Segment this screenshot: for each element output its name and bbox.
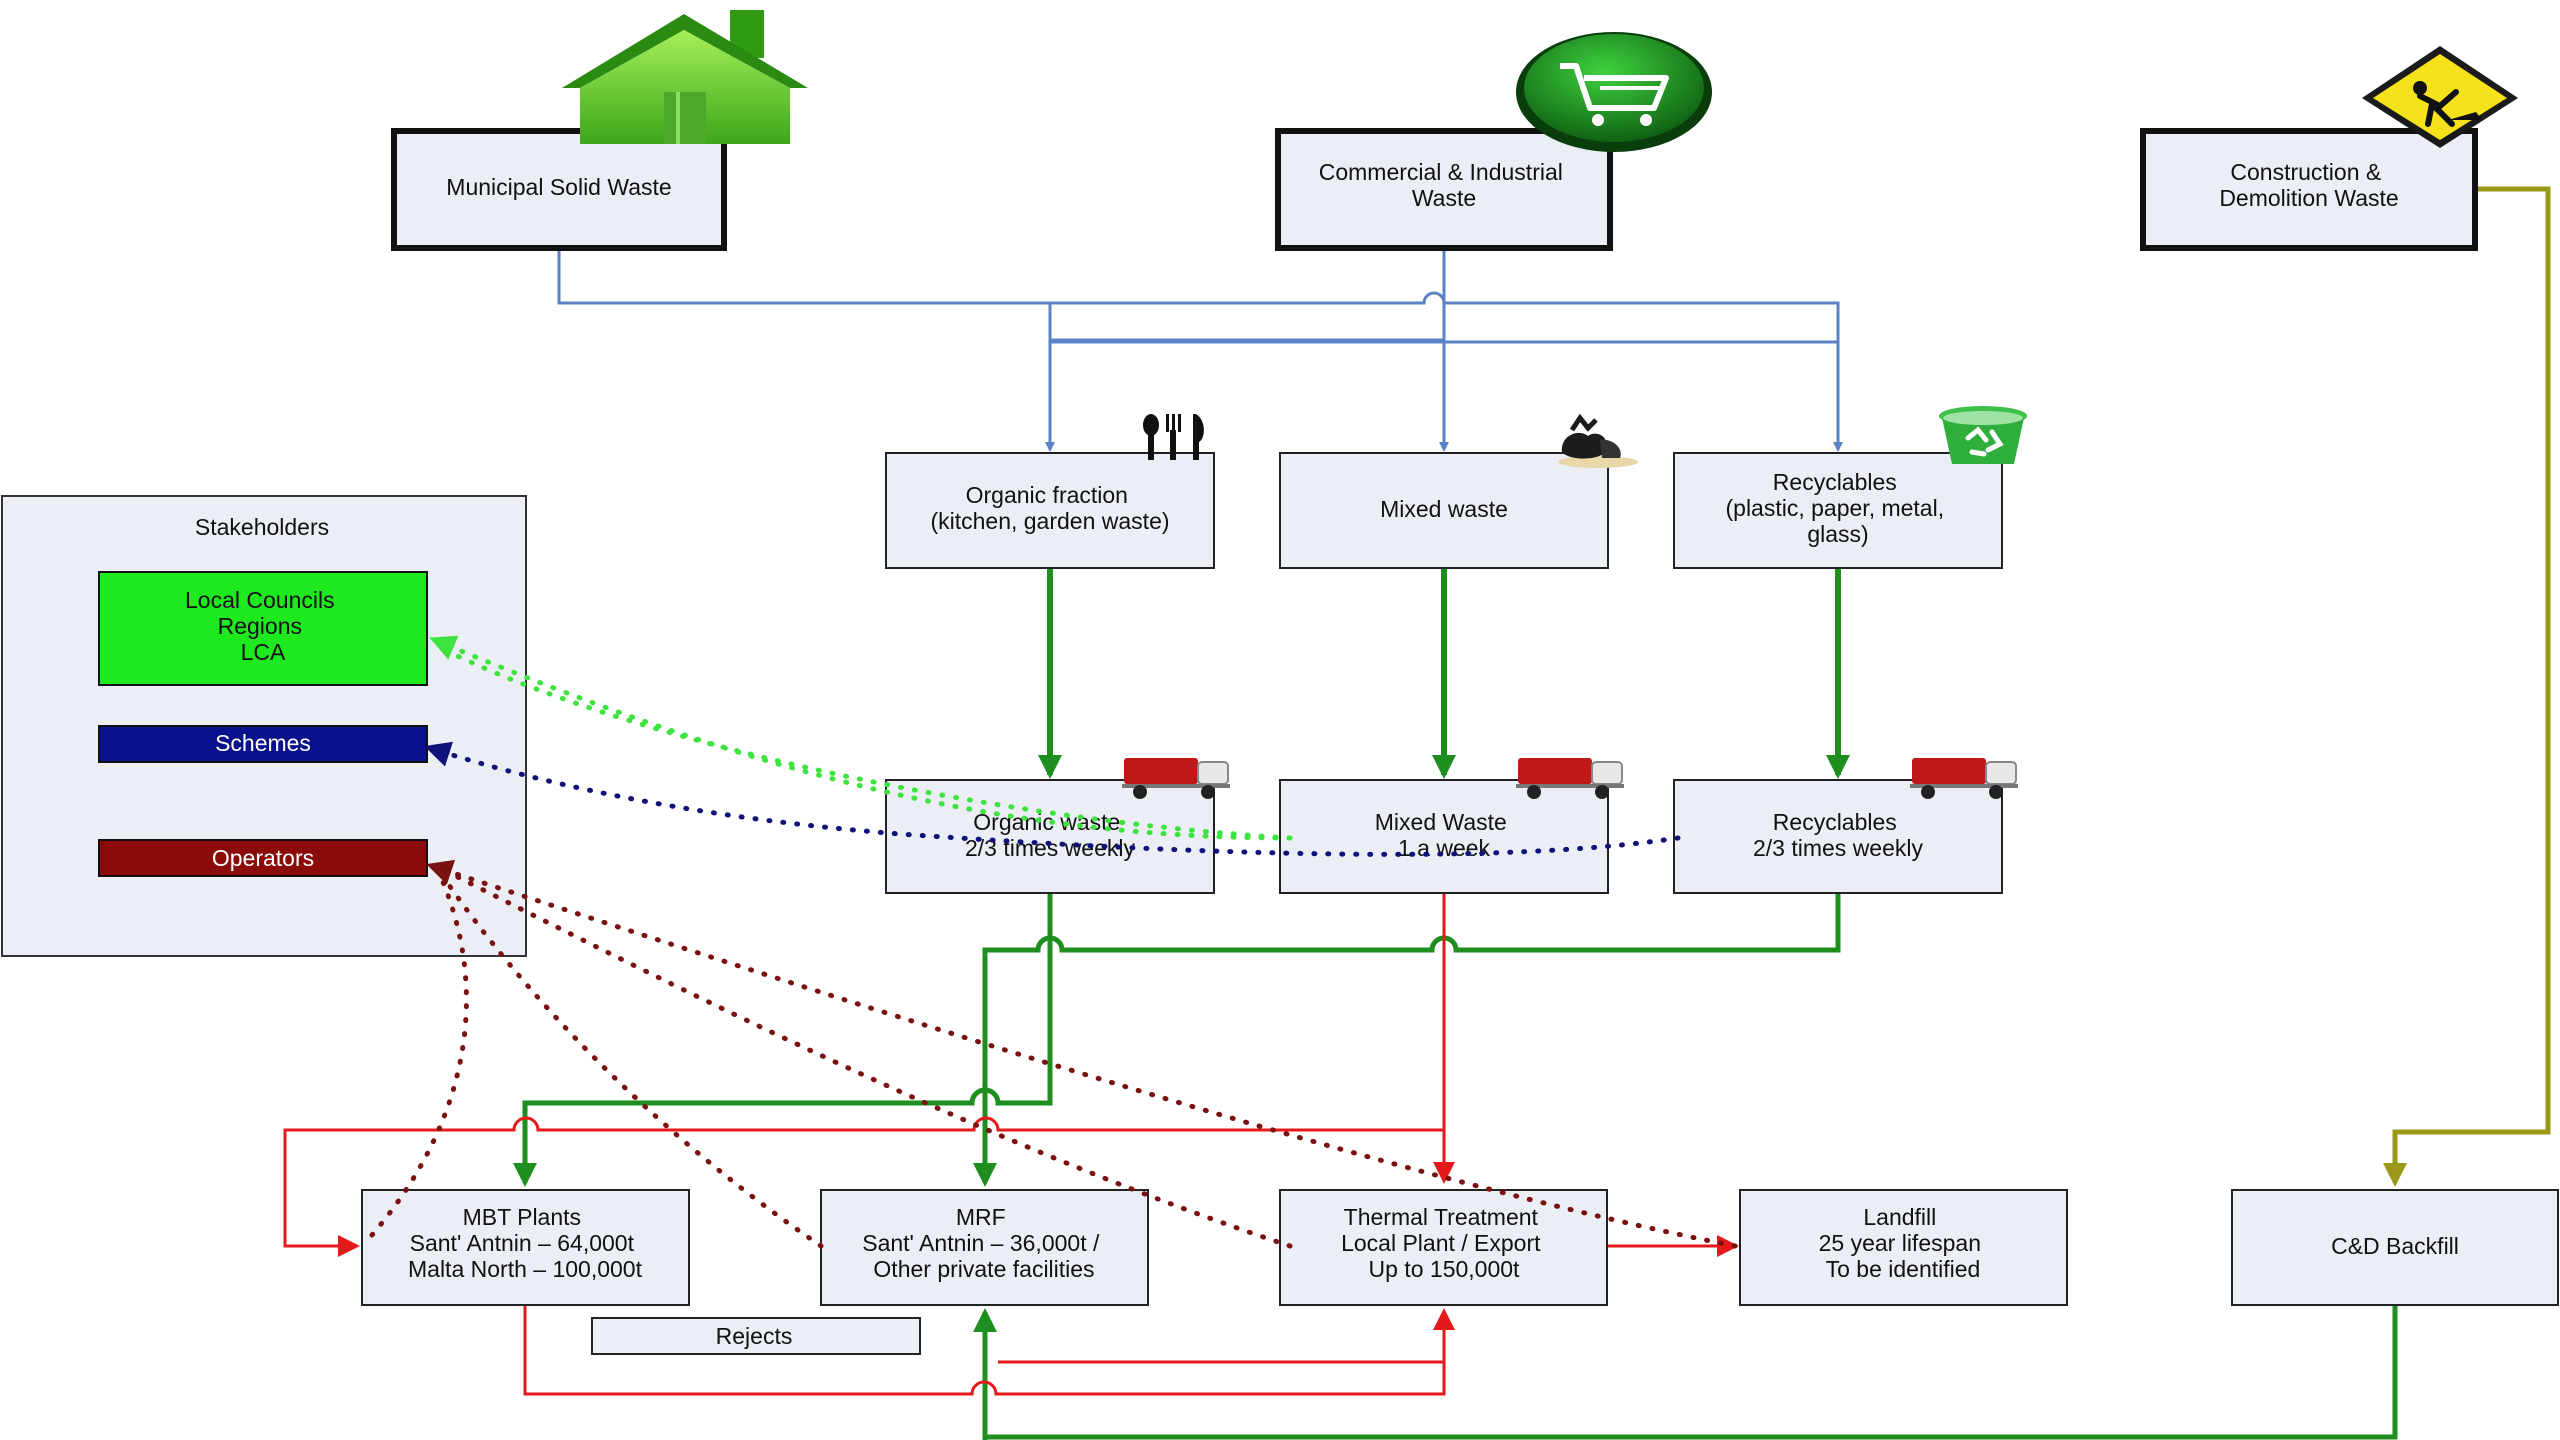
schemes-box[interactable]: Schemes	[98, 725, 428, 763]
thermal-treatment-box[interactable]: Thermal Treatment Local Plant / Export U…	[1279, 1189, 1608, 1306]
municipal-label: Municipal Solid Waste	[446, 174, 671, 200]
recyclables-box[interactable]: Recyclables (plastic, paper, metal, glas…	[1673, 452, 2003, 569]
mbt-plants-box[interactable]: MBT Plants Sant' Antnin – 64,000t Malta …	[361, 1189, 690, 1306]
recycle-bin-icon	[1939, 406, 2027, 464]
mixed-collection-box[interactable]: Mixed Waste 1 a week	[1279, 779, 1609, 894]
trash-bag-icon	[1558, 413, 1638, 468]
house-icon	[562, 10, 808, 144]
schemes-label: Schemes	[215, 730, 311, 756]
stream-boxes: Organic fraction (kitchen, garden waste)…	[885, 452, 2003, 569]
truck-icon	[1516, 758, 1624, 799]
local-councils-box[interactable]: Local Councils Regions LCA	[98, 571, 428, 686]
landfill-box[interactable]: Landfill 25 year lifespan To be identifi…	[1739, 1189, 2068, 1306]
green-stream-connectors	[1038, 568, 1850, 779]
stakeholder-links	[369, 635, 1738, 1249]
collection-boxes: Organic waste 2/3 times weekly Mixed Was…	[885, 779, 2003, 894]
recyclables-collection-label: Recyclables 2/3 times weekly	[1753, 809, 1924, 861]
organic-fraction-box[interactable]: Organic fraction (kitchen, garden waste)	[885, 452, 1215, 569]
recyclables-label: Recyclables (plastic, paper, metal, glas…	[1726, 469, 1951, 547]
mixed-collection-label: Mixed Waste 1 a week	[1375, 809, 1513, 861]
stakeholders-title: Stakeholders	[195, 514, 329, 540]
truck-icon	[1122, 758, 1230, 799]
organic-collection-label: Organic waste 2/3 times weekly	[965, 809, 1136, 861]
green-collection-connectors	[513, 893, 2398, 1440]
cutlery-icon	[1143, 414, 1204, 460]
rejects-box[interactable]: Rejects	[591, 1317, 921, 1355]
facility-boxes: MBT Plants Sant' Antnin – 64,000t Malta …	[361, 1189, 2559, 1355]
cd-backfill-box[interactable]: C&D Backfill	[2231, 1189, 2559, 1306]
mrf-label: MRF Sant' Antnin – 36,000t / Other priva…	[862, 1204, 1106, 1282]
shopping-cart-icon	[1516, 32, 1712, 152]
construction-demolition-waste-box[interactable]: Construction & Demolition Waste	[2140, 128, 2478, 251]
truck-icon	[1910, 758, 2018, 799]
mrf-box[interactable]: MRF Sant' Antnin – 36,000t / Other priva…	[820, 1189, 1149, 1306]
operators-label: Operators	[212, 845, 314, 871]
construction-label: Construction & Demolition Waste	[2219, 159, 2398, 211]
cd-backfill-label: C&D Backfill	[2331, 1233, 2459, 1259]
mixed-waste-label: Mixed waste	[1380, 496, 1508, 522]
local-councils-label: Local Councils Regions LCA	[185, 587, 341, 665]
organic-fraction-label: Organic fraction (kitchen, garden waste)	[930, 482, 1169, 534]
mbt-label: MBT Plants Sant' Antnin – 64,000t Malta …	[408, 1204, 643, 1282]
source-boxes: Municipal Solid Waste Commercial & Indus…	[391, 128, 2478, 251]
thermal-label: Thermal Treatment Local Plant / Export U…	[1341, 1204, 1547, 1282]
municipal-solid-waste-box[interactable]: Municipal Solid Waste	[391, 128, 727, 251]
olive-connector	[2383, 186, 2551, 1187]
mixed-waste-box[interactable]: Mixed waste	[1279, 452, 1609, 569]
commercial-industrial-waste-box[interactable]: Commercial & Industrial Waste	[1275, 128, 1613, 251]
operators-box[interactable]: Operators	[98, 839, 428, 877]
stakeholders-panel: Stakeholders Local Councils Regions LCA …	[1, 495, 527, 957]
rejects-label: Rejects	[716, 1323, 793, 1349]
blue-source-connectors	[557, 248, 1843, 452]
landfill-label: Landfill 25 year lifespan To be identifi…	[1819, 1204, 1988, 1282]
recyclables-collection-box[interactable]: Recyclables 2/3 times weekly	[1673, 779, 2003, 894]
commercial-label: Commercial & Industrial Waste	[1319, 159, 1570, 211]
red-connectors	[283, 893, 1739, 1396]
worker-sign-icon	[2362, 46, 2518, 148]
